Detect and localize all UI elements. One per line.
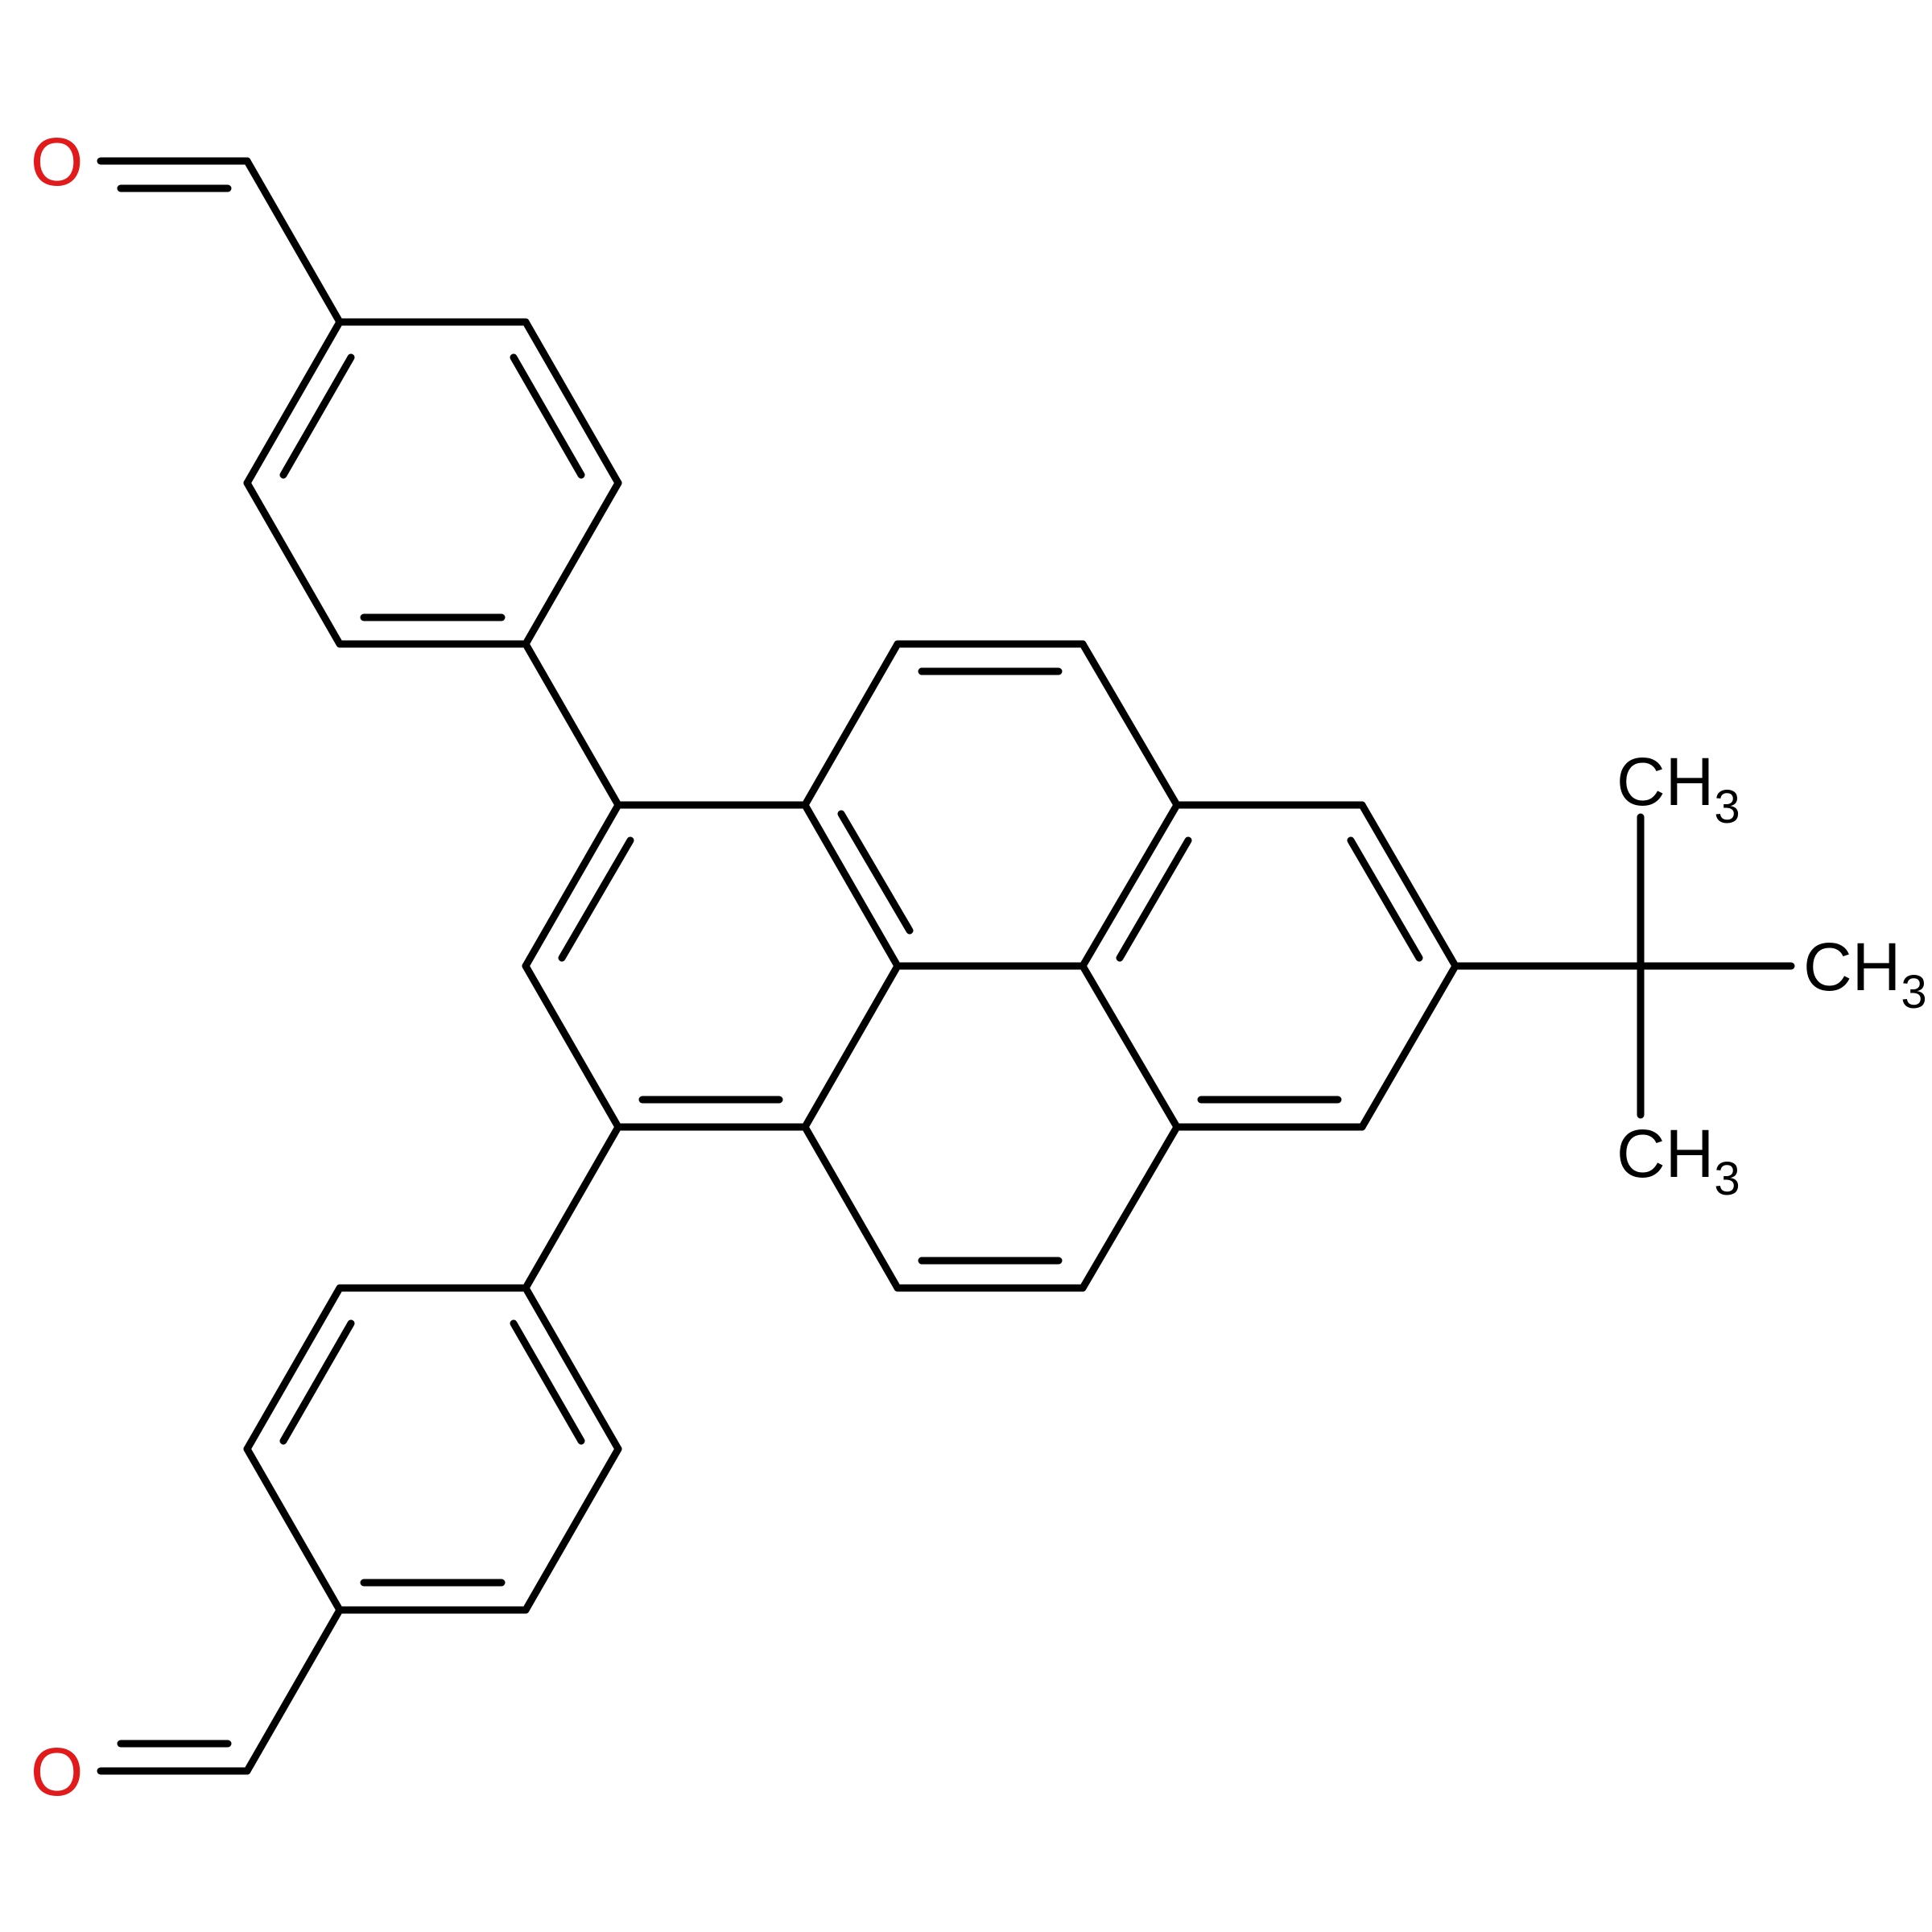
- double-bond-inner: [837, 810, 914, 935]
- bond-line: [522, 640, 622, 809]
- bond-line: [522, 962, 622, 1131]
- methyl-top-sub: 3: [1714, 781, 1740, 833]
- double-bond-inner: [279, 1319, 355, 1445]
- bond-line: [522, 1445, 622, 1614]
- oxygen-top-label: O: [31, 124, 83, 200]
- methyl-bottom-label: CH3: [1616, 1116, 1740, 1205]
- bond-line: [1079, 962, 1181, 1131]
- methyl-top-ch: CH: [1616, 744, 1714, 819]
- bond-layer: [97, 157, 1795, 1775]
- bond-line: [522, 801, 622, 970]
- double-bond-inner: [558, 836, 634, 962]
- bond-line: [522, 479, 622, 648]
- methyl-bottom-ch: CH: [1616, 1116, 1714, 1191]
- oxygen-bottom-label: O: [31, 1734, 83, 1810]
- bond-line: [522, 1284, 622, 1453]
- methyl-right-label: CH3: [1803, 929, 1927, 1018]
- bond-line: [801, 962, 902, 1131]
- bond-line: [243, 1284, 344, 1453]
- double-bond-inner: [279, 353, 355, 479]
- methyl-right-sub: 3: [1901, 966, 1926, 1018]
- bond-line: [522, 1123, 622, 1292]
- bond-line: [243, 157, 344, 326]
- double-bond-inner: [510, 353, 585, 479]
- bond-line: [522, 318, 622, 487]
- bond-line: [243, 1445, 344, 1614]
- bond-line: [243, 479, 344, 648]
- bond-line: [801, 801, 902, 970]
- bond-line: [1358, 962, 1459, 1131]
- methyl-top-label: CH3: [1616, 744, 1740, 833]
- methyl-bottom-sub: 3: [1714, 1153, 1740, 1205]
- methyl-right-ch: CH: [1803, 929, 1901, 1005]
- bond-line: [1358, 801, 1459, 970]
- bond-line: [1079, 1123, 1181, 1292]
- bond-line: [801, 1123, 902, 1292]
- atom-label-layer: O O CH3 CH3 CH3: [31, 124, 1927, 1810]
- bond-line: [1079, 640, 1181, 809]
- double-bond-inner: [510, 1319, 585, 1445]
- bond-line: [243, 1606, 344, 1775]
- double-bond-inner: [1347, 836, 1423, 962]
- double-bond-inner: [1116, 836, 1192, 962]
- bond-line: [1079, 801, 1181, 970]
- bond-line: [801, 640, 902, 809]
- bond-line: [243, 318, 344, 487]
